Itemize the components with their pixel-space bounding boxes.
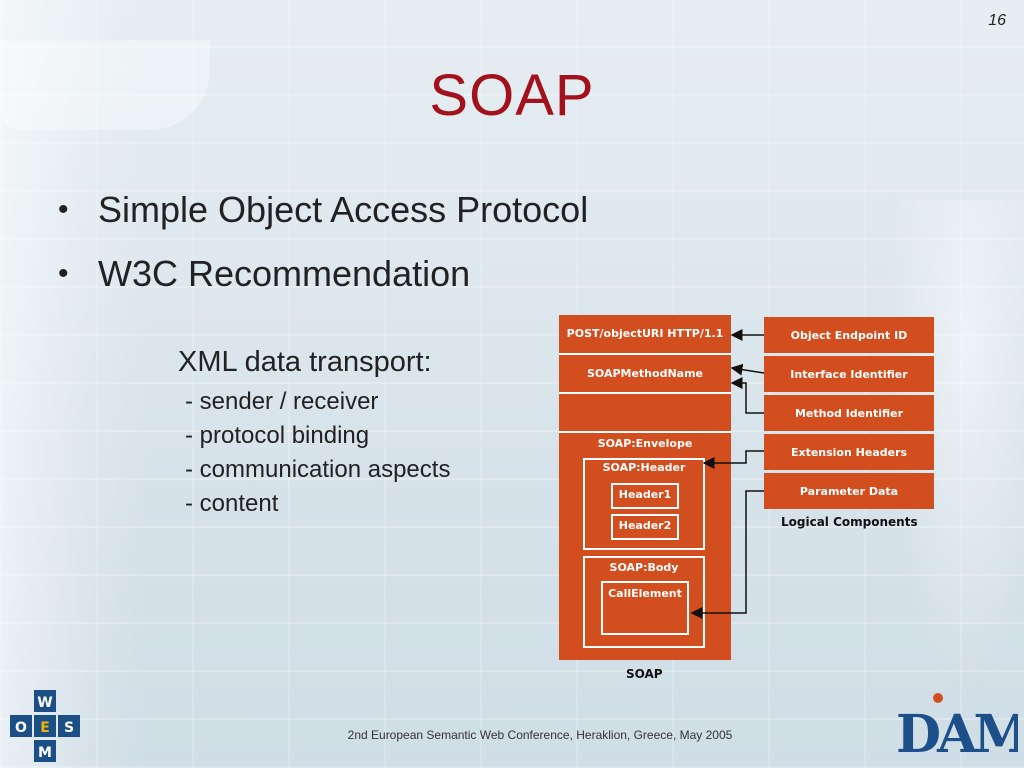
call-element-box bbox=[601, 581, 689, 635]
row-divider bbox=[559, 431, 731, 433]
transport-item: - content bbox=[185, 490, 279, 517]
header1-box bbox=[611, 483, 679, 509]
transport-item: - sender / receiver bbox=[185, 388, 379, 415]
arrow-method bbox=[730, 377, 764, 414]
header1-label: Header1 bbox=[618, 488, 672, 501]
arrow-interface bbox=[730, 363, 765, 376]
bullet-dot-icon: • bbox=[58, 193, 69, 226]
logical-extension-headers: Extension Headers bbox=[764, 434, 934, 470]
header2-label: Header2 bbox=[618, 519, 672, 532]
bullet-list: • Simple Object Access Protocol • W3C Re… bbox=[58, 178, 588, 306]
woes-letter: M bbox=[38, 745, 52, 761]
connector-arrows bbox=[690, 329, 765, 619]
soap-header-box bbox=[583, 458, 705, 550]
logical-method-identifier: Method Identifier bbox=[764, 395, 934, 431]
woes-letter: O bbox=[15, 720, 27, 736]
arrow-extension bbox=[702, 450, 764, 469]
logical-parameter-data: Parameter Data bbox=[764, 473, 934, 509]
woes-logo: W O E S M bbox=[10, 690, 80, 762]
soap-body-label: SOAP:Body bbox=[609, 561, 679, 574]
bullet-text: Simple Object Access Protocol bbox=[98, 189, 589, 230]
conference-footer: 2nd European Semantic Web Conference, He… bbox=[347, 728, 733, 742]
daml-logo-text: DAML bbox=[896, 704, 1018, 762]
logical-object-endpoint: Object Endpoint ID bbox=[764, 317, 934, 353]
woes-letter: E bbox=[40, 720, 50, 736]
column-capital-decoration bbox=[0, 40, 210, 130]
soap-caption: SOAP bbox=[626, 667, 663, 681]
row-divider bbox=[559, 353, 731, 355]
soap-body-box bbox=[583, 556, 705, 648]
slide-number: 16 bbox=[988, 12, 1006, 29]
bullet-dot-icon: • bbox=[58, 257, 69, 290]
transport-subtitle: XML data transport: bbox=[178, 346, 432, 378]
daml-logo: DAML bbox=[896, 693, 1018, 762]
soap-row-methodname: SOAPMethodName bbox=[586, 367, 704, 380]
header2-box bbox=[611, 514, 679, 540]
arrow-parameter bbox=[690, 490, 764, 619]
soap-header-label: SOAP:Header bbox=[602, 461, 686, 474]
slide-title: SOAP bbox=[429, 63, 595, 128]
bullet-item: • W3C Recommendation bbox=[58, 242, 588, 306]
row-divider bbox=[559, 392, 731, 394]
bullet-text: W3C Recommendation bbox=[98, 253, 471, 294]
woes-letter: W bbox=[37, 695, 52, 711]
transport-item: - protocol binding bbox=[185, 422, 370, 449]
call-element-label: CallElement bbox=[608, 587, 682, 600]
woes-letter: S bbox=[64, 720, 74, 736]
transport-list: - sender / receiver - protocol binding -… bbox=[185, 388, 450, 524]
soap-diagram: POST/objectURI HTTP/1.1 SOAPMethodName S… bbox=[556, 315, 946, 687]
daml-figure-icon bbox=[933, 693, 943, 703]
column-decoration bbox=[0, 0, 150, 768]
logical-components-caption: Logical Components bbox=[781, 515, 918, 529]
soap-envelope-label: SOAP:Envelope bbox=[597, 437, 693, 450]
transport-item: - communication aspects bbox=[185, 456, 451, 483]
soap-row-http: POST/objectURI HTTP/1.1 bbox=[566, 327, 724, 340]
bullet-item: • Simple Object Access Protocol bbox=[58, 178, 588, 242]
soap-message-column: POST/objectURI HTTP/1.1 SOAPMethodName S… bbox=[559, 315, 731, 660]
logical-interface-identifier: Interface Identifier bbox=[764, 356, 934, 392]
